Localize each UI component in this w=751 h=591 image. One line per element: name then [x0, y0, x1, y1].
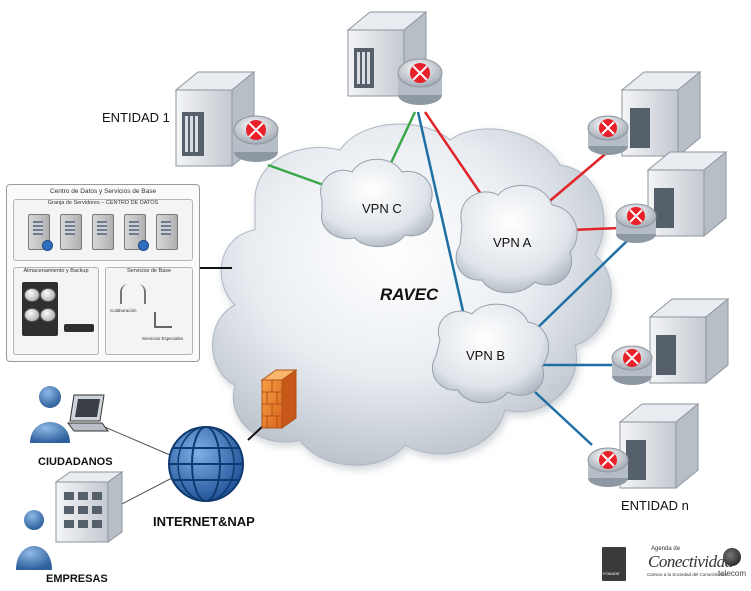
- globe-icon: [138, 240, 149, 251]
- blue-link-right4: [534, 391, 593, 446]
- router-top: [397, 58, 443, 105]
- server-farm-label: Granja de Servidores – CENTRO DE DATOS: [47, 200, 159, 206]
- server-icon: [92, 214, 114, 250]
- router-right-3: [611, 345, 653, 385]
- collaboration-icon: [120, 284, 146, 304]
- green-link-top: [388, 111, 417, 166]
- building-top: [346, 10, 428, 98]
- vpn-a-cloud: [455, 184, 578, 294]
- disk-icon: [40, 288, 56, 302]
- ciudadanos-label: CIUDADANOS: [38, 456, 113, 468]
- disk-icon: [24, 288, 40, 302]
- fonade-seal-icon: [602, 547, 626, 581]
- server-icon: [60, 214, 82, 250]
- conectividad-label: Conectividad: [648, 552, 733, 571]
- tagline-label: Camino a la Sociedad del Conocimiento: [647, 572, 728, 577]
- router-right-1: [587, 115, 629, 155]
- laptop-icon: [67, 394, 109, 432]
- storage-box: Almacenamiento y Backup: [13, 267, 99, 355]
- vpn-c-label: VPN C: [362, 201, 402, 216]
- forklift-icon: [154, 312, 172, 328]
- disk-icon: [40, 308, 56, 322]
- empresa-person-icon: [16, 510, 52, 570]
- building-right-1: [620, 70, 702, 158]
- server-icon: [156, 214, 178, 250]
- ciudadanos-link: [99, 424, 171, 456]
- disk-icon: [24, 308, 40, 322]
- internet-label: INTERNET&NAP: [153, 514, 255, 529]
- empresas-label: EMPRESAS: [46, 573, 108, 585]
- vpn-b-cloud: [431, 303, 550, 404]
- datacenter-title: Centro de Datos y Servicios de Base: [49, 188, 157, 195]
- entidadn-label: ENTIDAD n: [621, 498, 689, 513]
- agenda-label: Agenda de: [651, 546, 681, 552]
- blue-link-right: [529, 239, 629, 336]
- entidad1-label: ENTIDAD 1: [102, 110, 170, 125]
- ravec-label: RAVEC: [380, 285, 439, 304]
- vpn-c-cloud: [320, 158, 434, 248]
- red-link-right1: [544, 149, 611, 206]
- globe-icon: [42, 240, 53, 251]
- building-right-2: [646, 150, 728, 238]
- building-right-3: [648, 297, 730, 385]
- services-label: Servicios de Base: [126, 268, 172, 274]
- empresa-building-icon: [54, 471, 124, 543]
- server-farm-box: Granja de Servidores – CENTRO DE DATOS: [13, 199, 193, 261]
- services-box: Servicios de Base Colaboración Servicios…: [105, 267, 193, 355]
- ciudadano-person-icon: [30, 386, 70, 443]
- router-entidadn: [587, 447, 629, 487]
- blue-link-top: [416, 111, 467, 321]
- agenda-conectividad-logo: FONADE Agenda de Conectividad Camino a l…: [601, 545, 747, 583]
- building-entidadn: [618, 402, 700, 490]
- red-link-top: [423, 111, 487, 201]
- green-link-entidad1: [267, 163, 333, 190]
- router-right-2: [615, 203, 657, 243]
- storage-label: Almacenamiento y Backup: [23, 268, 89, 274]
- empresas-link: [119, 477, 173, 506]
- telecom-label: telecom: [718, 569, 747, 578]
- vpn-a-label: VPN A: [493, 235, 532, 250]
- telecom-logo-icon: [723, 548, 741, 566]
- backup-unit-icon: [64, 324, 94, 332]
- collaboration-label: Colaboración: [110, 308, 137, 313]
- red-link-right2: [569, 226, 621, 232]
- vpn-b-label: VPN B: [466, 348, 505, 363]
- router-entidad1: [233, 115, 279, 162]
- fonade-label: FONADE: [603, 571, 620, 576]
- firewall-icon: [260, 369, 298, 429]
- datacenter-panel: Centro de Datos y Servicios de Base Gran…: [6, 184, 200, 362]
- internet-globe-icon: [168, 426, 244, 502]
- special-services-label: Servicios Especiales: [142, 336, 184, 341]
